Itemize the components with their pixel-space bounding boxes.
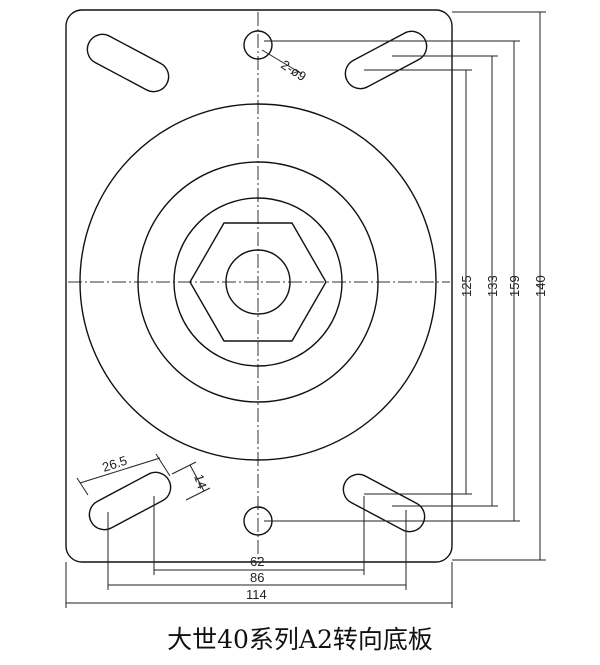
dim-114: 114 [65,562,453,608]
svg-text:14: 14 [191,472,210,490]
svg-text:125: 125 [459,275,474,297]
svg-text:62: 62 [250,554,264,569]
slot-top-right [344,30,428,90]
dim-133: 133 [392,55,500,507]
hex-nut [189,222,327,342]
dim-159: 159 [264,40,522,522]
hole-callout-leader [261,49,283,63]
slot-top-left [86,33,170,93]
slot-bottom-left [88,471,172,531]
slot-bottom-right [342,473,426,533]
dim-125: 125 [364,69,474,495]
raceway-circle [137,161,379,403]
hole-callout-label: 2-ø9 [278,57,309,84]
plate-outline [65,9,453,563]
dim-slot-length: 26.5 [76,453,171,496]
hole-callout-underline [281,61,303,75]
center-bore-circle [225,249,291,315]
dim-140: 140 [452,11,548,561]
svg-text:86: 86 [250,570,264,585]
svg-text:159: 159 [507,275,522,297]
dim-slot-width: 14 [171,461,211,501]
dim-62: 62 [153,496,365,575]
drawing-caption: 大世40系列A2转向底板 [167,625,433,654]
svg-text:133: 133 [485,275,500,297]
svg-text:140: 140 [533,275,548,297]
svg-text:114: 114 [246,587,267,602]
top-mount-hole [243,30,273,60]
svg-text:26.5: 26.5 [100,453,129,475]
dim-86: 86 [107,510,407,590]
outer-bearing-circle [79,103,437,461]
inner-ring-circle [173,197,343,367]
